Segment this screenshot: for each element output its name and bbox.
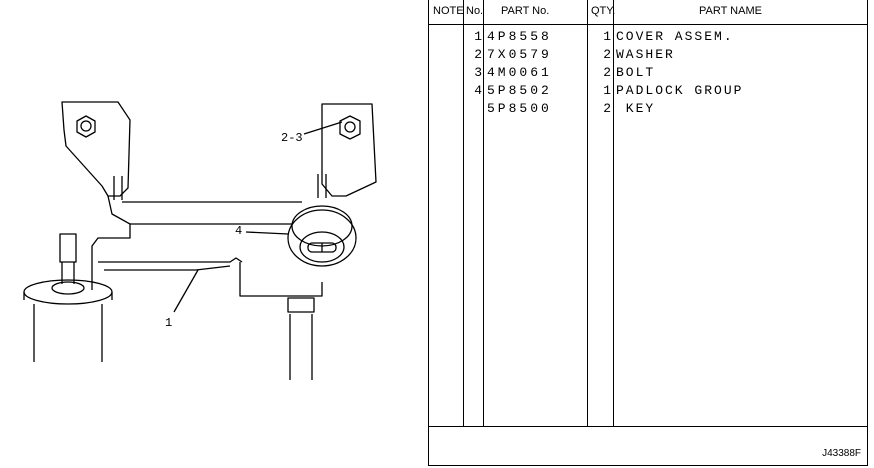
padlock-body	[287, 209, 357, 267]
table-row: 4 5P8502 1 PADLOCK GROUP	[429, 82, 867, 100]
table-row: 3 4M0061 2 BOLT	[429, 64, 867, 82]
reference-code: J43388F	[822, 448, 861, 459]
row-no: 4	[474, 83, 482, 98]
header-part-no: PART No.	[501, 5, 550, 17]
divider-qty	[613, 0, 614, 426]
row-part-no: 4P8558	[487, 29, 552, 44]
row-part-name: KEY	[616, 101, 656, 116]
right-bracket	[321, 103, 377, 197]
row-qty: 2	[603, 101, 611, 116]
left-component-flange	[23, 279, 113, 305]
header-note: NOTE	[433, 5, 464, 17]
row-qty: 1	[603, 29, 611, 44]
row-qty: 1	[603, 83, 611, 98]
divider-note	[463, 0, 464, 426]
left-bracket	[61, 101, 131, 197]
row-no: 2	[474, 47, 482, 62]
header-no: No.	[466, 5, 484, 17]
divider-no	[483, 0, 484, 426]
header-qty: QTY.	[591, 5, 616, 17]
header-part-name: PART NAME	[699, 5, 762, 17]
row-qty: 2	[603, 47, 611, 62]
row-part-name: COVER ASSEM.	[616, 29, 734, 44]
row-no: 1	[474, 29, 482, 44]
right-bracket-bolt-hex	[339, 115, 361, 140]
table-row: 1 4P8558 1 COVER ASSEM.	[429, 28, 867, 46]
table-row: 2 7X0579 2 WASHER	[429, 46, 867, 64]
row-part-no: 5P8500	[487, 101, 552, 116]
table-row: 5P8500 2 KEY	[429, 100, 867, 118]
divider-part-no	[587, 0, 588, 426]
row-part-no: 5P8502	[487, 83, 552, 98]
row-part-name: WASHER	[616, 47, 675, 62]
callout-1: 1	[165, 316, 172, 330]
row-part-no: 7X0579	[487, 47, 552, 62]
row-part-name: PADLOCK GROUP	[616, 83, 744, 98]
row-qty: 2	[603, 65, 611, 80]
callout-4: 4	[235, 224, 242, 238]
row-part-name: BOLT	[616, 65, 656, 80]
callout-2-3: 2-3	[281, 131, 303, 145]
parts-illustration: 2-3 4 1	[23, 101, 377, 380]
row-part-no: 4M0061	[487, 65, 552, 80]
row-no: 3	[474, 65, 482, 80]
left-bracket-bolt-hex	[76, 115, 96, 138]
cover-plate	[91, 195, 131, 290]
table-header: NOTE No. PART No. QTY. PART NAME	[429, 0, 867, 25]
table-bottom-rule	[429, 426, 867, 427]
parts-table: NOTE No. PART No. QTY. PART NAME 1 4P855…	[428, 0, 868, 466]
